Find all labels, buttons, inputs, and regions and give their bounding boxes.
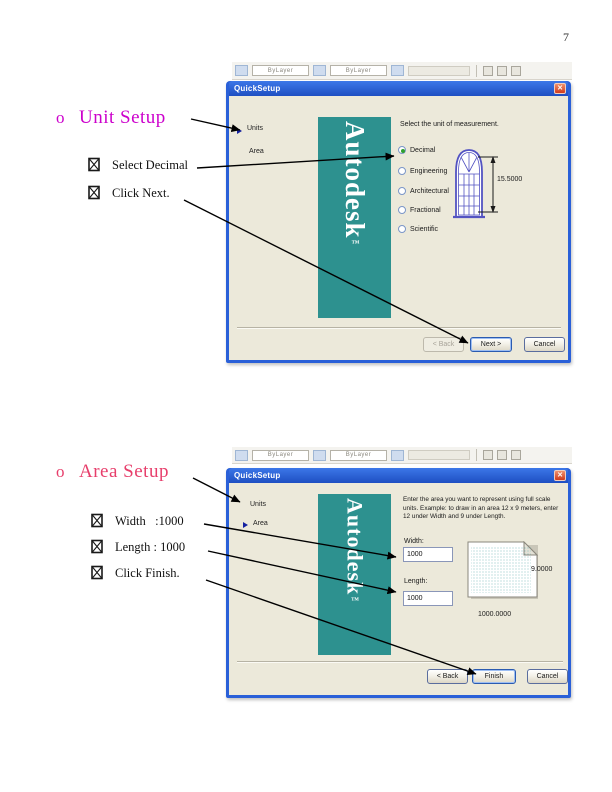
bylayer-dropdown[interactable]: ByLayer: [252, 449, 309, 461]
dialog-body: Units Area Autodesk™ Enter the area you …: [229, 483, 568, 695]
toolbar-separator: [476, 449, 477, 461]
step-click-next: Click Next.: [88, 185, 170, 201]
toolbar-swatch-icon[interactable]: [235, 449, 248, 461]
section-heading-area-setup: o Area Setup: [56, 461, 169, 483]
toolbar-icon[interactable]: [497, 65, 507, 76]
length-input[interactable]: [403, 591, 453, 606]
dialog-title: QuickSetup: [234, 84, 281, 93]
background-toolbar: ByLayer ByLayer: [232, 447, 572, 464]
checkbox-checked-icon: [88, 157, 100, 172]
divider: [237, 661, 563, 663]
step-label: Length : 1000: [115, 540, 186, 554]
autodesk-banner: Autodesk™: [318, 117, 391, 318]
close-icon[interactable]: ✕: [554, 470, 566, 481]
step-label: Select Decimal: [112, 158, 189, 172]
section-heading-unit-setup: o Unit Setup: [56, 107, 166, 129]
width-input[interactable]: [403, 547, 453, 562]
radio-fractional[interactable]: Fractional: [398, 206, 441, 214]
bylayer-dropdown[interactable]: ByLayer: [330, 449, 387, 461]
step-label: Click Finish.: [115, 566, 180, 580]
paper-illustration: [467, 541, 539, 599]
toolbar-icon[interactable]: [511, 65, 521, 76]
cancel-button[interactable]: Cancel: [527, 669, 568, 684]
nav-item-area[interactable]: Area: [249, 148, 264, 155]
autodesk-banner: Autodesk™: [318, 494, 391, 655]
instruction-text: Select the unit of measurement.: [400, 121, 499, 128]
width-label: Width:: [404, 538, 424, 545]
back-button[interactable]: < Back: [427, 669, 468, 684]
toolbar-swatch-icon[interactable]: [391, 65, 404, 76]
radio-icon[interactable]: [398, 167, 406, 175]
checkbox-checked-icon: [88, 185, 100, 200]
nav-current-arrow-icon: [243, 522, 248, 528]
toolbar-icon[interactable]: [483, 450, 493, 460]
dialog-titlebar[interactable]: QuickSetup ✕: [229, 468, 568, 483]
step-length: Length : 1000: [91, 539, 185, 555]
nav-current-arrow-icon: [237, 128, 242, 134]
step-label: Width :1000: [115, 514, 184, 528]
quicksetup-dialog-area: QuickSetup ✕ Units Area Autodesk™ Enter …: [226, 468, 571, 698]
nav-item-units[interactable]: Units: [247, 125, 263, 132]
nav-item-units[interactable]: Units: [250, 501, 266, 508]
dialog-titlebar[interactable]: QuickSetup ✕: [229, 81, 568, 96]
toolbar-separator: [476, 64, 477, 77]
background-toolbar: ByLayer ByLayer: [232, 62, 572, 80]
quicksetup-dialog-units: QuickSetup ✕ Units Area Autodesk™ Select…: [226, 81, 571, 363]
toolbar-field: [408, 450, 470, 460]
dialog-title: QuickSetup: [234, 471, 281, 480]
nav-item-area[interactable]: Area: [253, 520, 268, 527]
step-select-decimal: Select Decimal: [88, 157, 188, 173]
radio-scientific[interactable]: Scientific: [398, 225, 438, 233]
radio-decimal[interactable]: Decimal: [398, 146, 435, 154]
toolbar-icon[interactable]: [511, 450, 521, 460]
heading-text: Unit Setup: [79, 107, 166, 128]
radio-engineering[interactable]: Engineering: [398, 167, 447, 175]
window-illustration: [453, 149, 498, 219]
page-number: 7: [563, 30, 569, 44]
bylayer-dropdown[interactable]: ByLayer: [330, 65, 387, 76]
list-bullet: o: [56, 108, 65, 127]
paper-height-label: 9.0000: [531, 566, 553, 573]
bylayer-dropdown[interactable]: ByLayer: [252, 65, 309, 76]
toolbar-swatch-icon[interactable]: [235, 65, 248, 76]
dialog-body: Units Area Autodesk™ Select the unit of …: [229, 96, 568, 360]
close-icon[interactable]: ✕: [554, 83, 566, 94]
radio-icon[interactable]: [398, 187, 406, 195]
toolbar-swatch-icon[interactable]: [313, 449, 326, 461]
back-button[interactable]: < Back: [423, 337, 464, 352]
toolbar-icon[interactable]: [483, 65, 493, 76]
toolbar-icon[interactable]: [497, 450, 507, 460]
checkbox-checked-icon: [91, 513, 103, 528]
radio-icon[interactable]: [398, 206, 406, 214]
dimension-label: 15.5000: [497, 176, 523, 183]
step-width: Width :1000: [91, 513, 184, 529]
step-click-finish: Click Finish.: [91, 565, 180, 581]
autodesk-logo: Autodesk™: [342, 498, 368, 606]
checkbox-checked-icon: [91, 539, 103, 554]
heading-text: Area Setup: [79, 461, 169, 482]
divider: [237, 327, 561, 329]
toolbar-field: [408, 65, 470, 76]
paper-width-label: 1000.0000: [478, 611, 512, 618]
toolbar-swatch-icon[interactable]: [391, 449, 404, 461]
instruction-text: Enter the area you want to represent usi…: [403, 496, 559, 521]
length-label: Length:: [404, 578, 428, 585]
autodesk-logo: Autodesk™: [340, 121, 370, 249]
radio-selected-icon[interactable]: [398, 146, 406, 154]
step-label: Click Next.: [112, 186, 170, 200]
radio-icon[interactable]: [398, 225, 406, 233]
list-bullet: o: [56, 462, 65, 481]
checkbox-checked-icon: [91, 565, 103, 580]
next-button[interactable]: Next >: [470, 337, 512, 352]
finish-button[interactable]: Finish: [472, 669, 516, 684]
cancel-button[interactable]: Cancel: [524, 337, 565, 352]
radio-architectural[interactable]: Architectural: [398, 187, 449, 195]
toolbar-swatch-icon[interactable]: [313, 65, 326, 76]
